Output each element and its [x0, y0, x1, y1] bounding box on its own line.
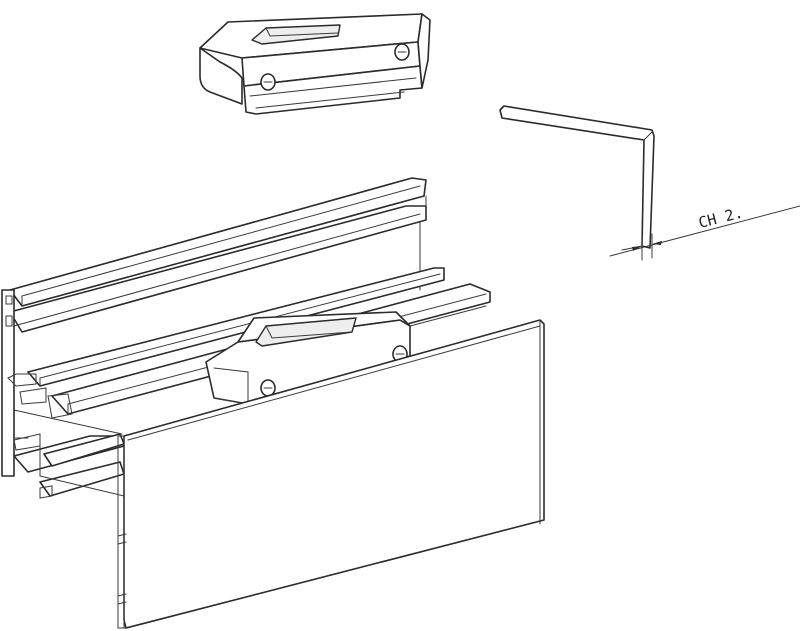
hex-key-tool — [499, 105, 655, 249]
arrowhead — [652, 241, 662, 245]
arrowhead — [632, 246, 642, 251]
rail-profile — [1, 177, 545, 629]
loose-bracket — [199, 13, 431, 115]
dimension-annotation: CH 2. — [609, 203, 800, 261]
bracket-slot — [255, 317, 357, 347]
mounted-bracket — [205, 305, 487, 405]
dimension-label: CH 2. — [697, 203, 745, 231]
